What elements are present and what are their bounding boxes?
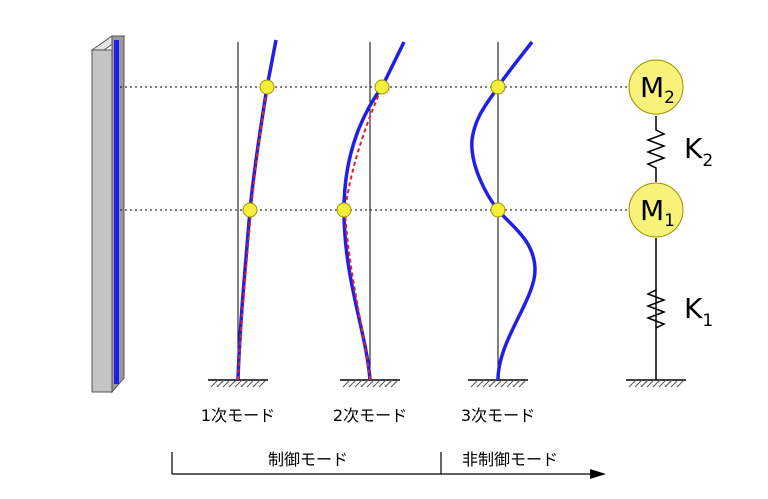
mode-3-node-lower — [490, 202, 506, 218]
mode-2 — [336, 41, 406, 388]
mode-2-ground-hatch — [342, 379, 399, 388]
spring-k1-label: K1 — [684, 292, 713, 331]
mass-m2-label: M2 — [640, 71, 675, 108]
uncontrolled-modes-label: 非制御モード — [462, 450, 558, 469]
mode-3 — [468, 40, 537, 388]
spring-k2 — [645, 116, 667, 182]
mode-3-ground-hatch — [470, 379, 527, 388]
mode-1-node-lower — [242, 202, 258, 218]
controlled-modes-label: 制御モード — [268, 450, 348, 469]
mode-2-approximation-curve — [343, 86, 383, 381]
mode-2-node-upper — [374, 79, 390, 95]
axis-arrowhead — [590, 469, 606, 479]
mass-m1-label: M1 — [640, 194, 675, 231]
mode-3-node-upper — [490, 79, 506, 95]
model-ground-hatch — [628, 379, 685, 388]
spring-k2-label: K2 — [684, 132, 713, 171]
mode-1-approximation-curve — [237, 86, 268, 381]
spring-k1 — [645, 288, 667, 380]
wall-front-face — [91, 49, 113, 393]
mode-category-axis: 制御モード 非制御モード — [171, 450, 606, 479]
wall-blue-stripe — [114, 40, 119, 384]
mode-1-node-upper — [259, 79, 275, 95]
mode-1-label: 1次モード — [201, 406, 275, 425]
mass-m1 — [628, 182, 684, 238]
mode-1-ground-hatch — [210, 379, 267, 388]
mode-3-label: 3次モード — [461, 406, 535, 425]
mass-m2 — [628, 59, 684, 115]
spring-mass-model: M2 M1 K2 K1 — [626, 59, 713, 388]
mode-2-node-lower — [336, 202, 352, 218]
mode-1 — [208, 39, 278, 388]
building-wall — [90, 35, 126, 394]
mode-2-label: 2次モード — [333, 406, 407, 425]
mode-2-shape-curve — [342, 41, 406, 381]
